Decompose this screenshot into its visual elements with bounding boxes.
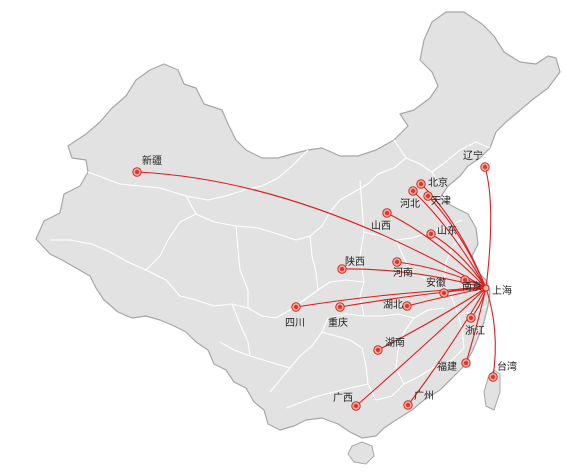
destination-labels: 新疆 辽宁北京河北天津山西 山东陕西河南安徽 南京湖北四川 重庆浙江湖南福建 台湾广西 广州 — [142, 149, 517, 404]
marker-dot-hebei — [410, 188, 416, 194]
route-hebei — [412, 190, 487, 289]
route-xinjiang — [136, 171, 487, 289]
marker-dot-nanjing — [462, 277, 468, 283]
marker-dot-hunan — [375, 347, 381, 353]
label-guangdong: 广州 — [414, 390, 434, 402]
route-shanxi — [386, 212, 487, 289]
marker-dot-shandong — [428, 231, 434, 237]
route-tianjin — [427, 195, 487, 289]
route-fujian — [465, 287, 487, 364]
label-guangxi: 广西 — [333, 392, 353, 404]
marker-dot-xinjiang — [134, 169, 140, 175]
label-xinjiang: 新疆 — [142, 154, 162, 167]
route-hunan — [377, 287, 487, 351]
marker-dot-hubei — [404, 303, 410, 309]
marker-dot-fujian — [463, 360, 469, 366]
label-henan: 河南 — [393, 266, 413, 279]
marker-dot-taiwan — [490, 374, 496, 380]
route-shaanxi — [341, 268, 487, 289]
hainan-island — [347, 441, 375, 465]
marker-dot-shaanxi — [339, 266, 345, 272]
hub-group: 上海 — [482, 284, 512, 297]
label-tianjin: 天津 — [431, 195, 451, 207]
marker-dot-henan — [394, 259, 400, 265]
route-chongqing — [339, 287, 487, 308]
label-shaanxi: 陕西 — [345, 255, 365, 268]
route-taiwan — [485, 287, 496, 378]
route-henan — [396, 261, 487, 289]
marker-dot-beijing — [418, 181, 424, 187]
label-fujian: 福建 — [437, 360, 457, 373]
marker-dot-guangxi — [353, 403, 359, 409]
hub-label: 上海 — [492, 284, 512, 297]
china-mainland — [35, 11, 561, 439]
route-guangxi — [355, 287, 487, 407]
label-nanjing: 南京 — [462, 280, 482, 293]
label-beijing: 北京 — [428, 176, 448, 189]
route-shandong — [430, 233, 487, 289]
marker-dot-tianjin — [425, 193, 431, 199]
route-guangdong — [407, 287, 487, 406]
route-liaoning — [484, 166, 492, 289]
label-taiwan: 台湾 — [497, 360, 517, 373]
label-shanxi: 山西 — [371, 220, 391, 232]
marker-dot-shanxi — [384, 210, 390, 216]
marker-dot-liaoning — [482, 164, 488, 170]
marker-dot-guangdong — [405, 402, 411, 408]
label-liaoning: 辽宁 — [463, 149, 483, 162]
destination-markers — [132, 162, 498, 411]
label-sichuan: 四川 — [285, 318, 305, 329]
label-chongqing: 重庆 — [328, 316, 348, 329]
label-hunan: 湖南 — [385, 336, 405, 349]
label-hebei: 河北 — [400, 198, 420, 210]
hub-marker[interactable] — [482, 284, 490, 292]
label-hubei: 湖北 — [383, 299, 403, 311]
marker-dot-chongqing — [337, 304, 343, 310]
marker-dot-zhejiang — [468, 315, 474, 321]
marker-dot-anhui — [441, 290, 447, 296]
china-landmass — [35, 11, 561, 465]
label-shandong: 山东 — [437, 224, 457, 237]
label-anhui: 安徽 — [426, 276, 446, 289]
label-zhejiang: 浙江 — [465, 325, 485, 337]
marker-dot-sichuan — [293, 304, 299, 310]
route-sichuan — [295, 287, 487, 308]
